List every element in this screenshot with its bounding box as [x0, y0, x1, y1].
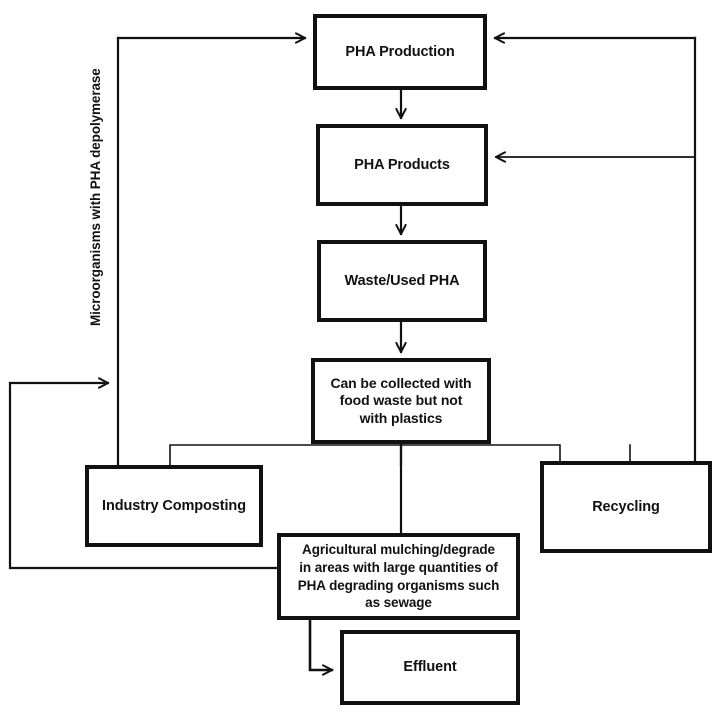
- node-recycling-label: Recycling: [592, 498, 660, 515]
- node-waste-used-pha-label: Waste/Used PHA: [344, 272, 460, 289]
- node-effluent-label: Effluent: [403, 659, 457, 676]
- edge-branch-to-recycling: [400, 444, 561, 462]
- node-collected-with-food-waste[interactable]: Can be collected with food waste but not…: [311, 358, 491, 444]
- node-pha-production-label: PHA Production: [345, 43, 455, 60]
- node-pha-products[interactable]: PHA Products: [316, 124, 488, 206]
- edge-agricultural-to-effluent: [308, 618, 334, 670]
- side-label-microorganisms: Microorganisms with PHA depolymerase: [88, 68, 103, 326]
- node-agricultural-mulching-label: Agricultural mulching/degrade in areas w…: [297, 542, 500, 611]
- node-waste-used-pha[interactable]: Waste/Used PHA: [317, 240, 487, 322]
- node-collected-label: Can be collected with food waste but not…: [330, 374, 472, 426]
- node-industry-composting-label: Industry Composting: [102, 497, 246, 514]
- node-agricultural-mulching[interactable]: Agricultural mulching/degrade in areas w…: [277, 533, 520, 620]
- edge-branch-to-composting: [169, 444, 402, 466]
- node-pha-production[interactable]: PHA Production: [313, 14, 487, 90]
- node-effluent[interactable]: Effluent: [340, 630, 520, 705]
- node-pha-products-label: PHA Products: [354, 156, 450, 173]
- node-recycling[interactable]: Recycling: [540, 461, 712, 553]
- node-industry-composting[interactable]: Industry Composting: [85, 465, 263, 547]
